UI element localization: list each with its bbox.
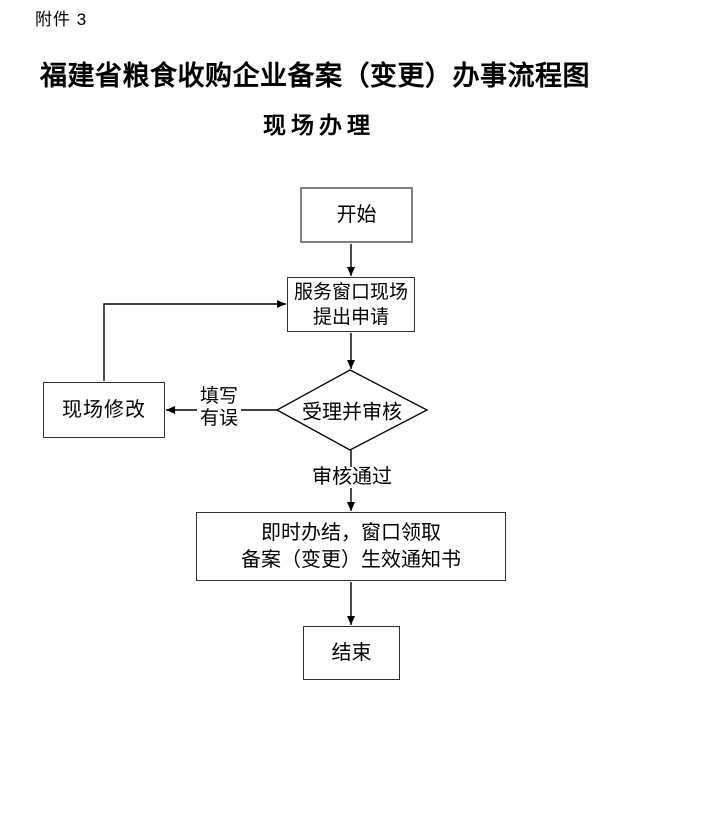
start-node: 开始 [300, 187, 413, 243]
review-node-label: 受理并审核 [302, 401, 402, 424]
edge-modify-to-apply [103, 300, 286, 381]
page-subtitle: 现场办理 [263, 113, 375, 138]
page-title: 福建省粮食收购企业备案（变更）办事流程图 [40, 61, 590, 91]
modify-node-label: 现场修改 [62, 399, 146, 421]
modify-node: 现场修改 [43, 382, 165, 438]
start-node-label: 开始 [336, 204, 377, 226]
review-diamond-shape [275, 369, 429, 451]
pass-edge-label: 审核通过 [310, 466, 394, 488]
error-edge-label-line2: 有误 [199, 408, 239, 429]
result-node-line1: 即时办结，窗口领取 [261, 521, 441, 544]
error-edge-label-line1: 填写 [199, 386, 239, 407]
end-node-label: 结束 [331, 642, 372, 664]
end-node: 结束 [303, 626, 400, 680]
apply-node-line2: 提出申请 [312, 306, 389, 328]
result-node: 即时办结，窗口领取 备案（变更）生效通知书 [196, 512, 506, 581]
apply-node: 服务窗口现场 提出申请 [287, 277, 415, 332]
attachment-label: 附件 3 [35, 10, 88, 29]
apply-node-line1: 服务窗口现场 [293, 281, 408, 303]
result-node-line2: 备案（变更）生效通知书 [241, 548, 461, 571]
error-edge-label: 填写 有误 [196, 385, 242, 431]
